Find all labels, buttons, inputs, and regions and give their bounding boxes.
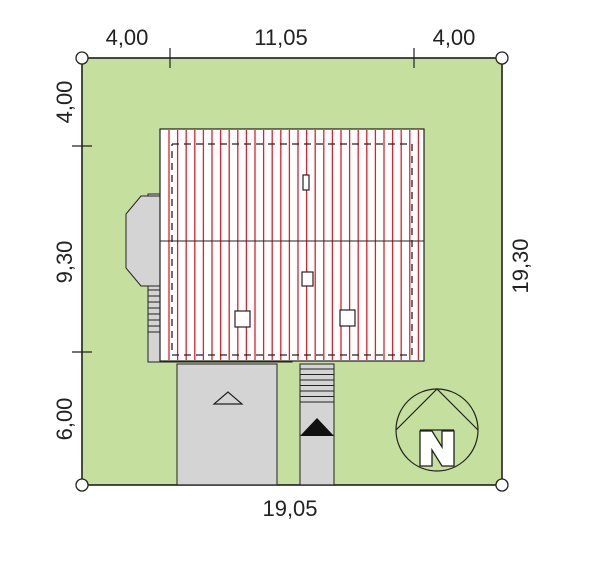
side-steps [148,289,160,333]
dim-left-middle: 9,30 [52,241,77,284]
dim-top-right: 4,00 [433,25,476,50]
entrance-marker-icon [300,418,334,436]
dim-left-top: 4,00 [52,81,77,124]
dim-top-left: 4,00 [106,25,149,50]
dim-right-total: 19,30 [508,238,533,293]
roof-window [234,310,251,328]
wall-outline-dashed [171,143,413,356]
driveway [176,363,278,486]
bay-window [125,195,161,287]
driveway-arrow-icon [212,391,244,405]
north-arrow-icon: N [0,0,479,472]
corner-markers [75,51,509,492]
roof-window [301,271,314,287]
roof-window [339,309,356,327]
dim-left-bottom: 6,00 [52,398,77,441]
walkway-steps [300,368,334,403]
dim-bottom-total: 19,05 [262,496,317,521]
north-letter: N [0,0,1,1]
dimension-lines [72,48,503,486]
roof-window [302,174,310,191]
dim-top-middle: 11,05 [254,25,307,50]
roof-tile-lines [168,130,420,360]
